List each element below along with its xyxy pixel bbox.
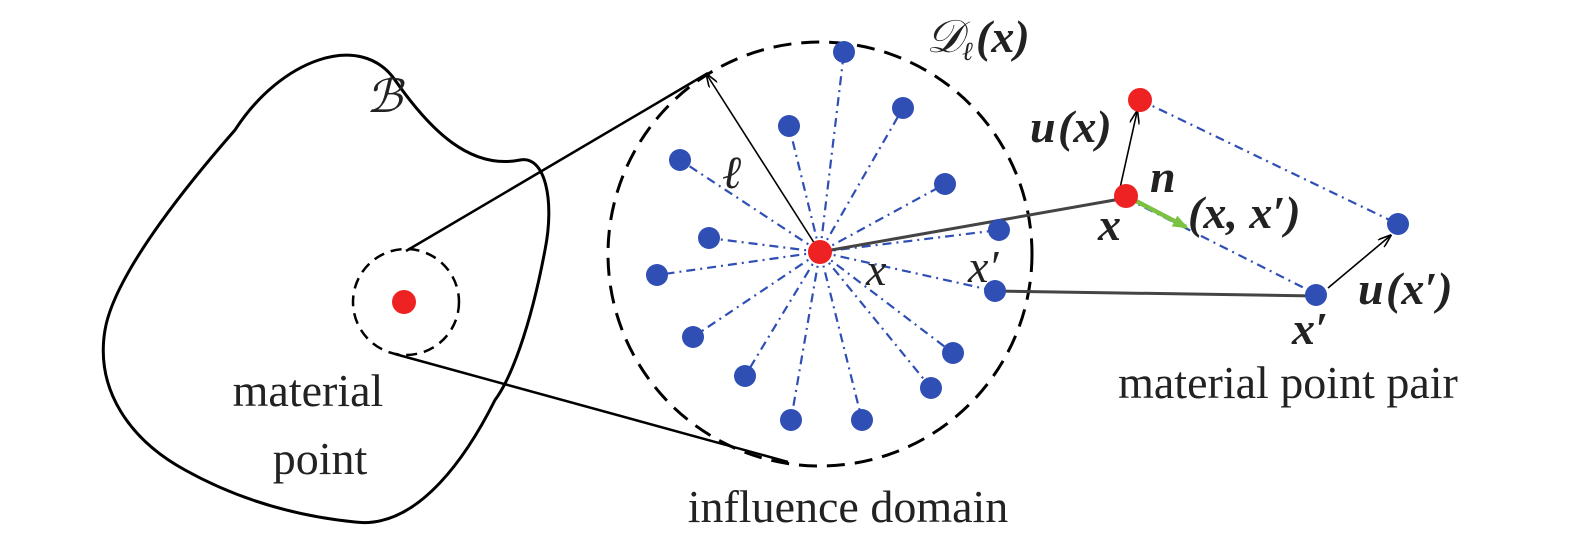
u-xp-arrow	[1327, 236, 1390, 289]
label-radius: ℓ	[722, 147, 742, 198]
zoom-line-bottom	[394, 352, 789, 464]
material-point-neighborhood	[351, 247, 461, 357]
bond-xp-to-pair	[994, 289, 1317, 298]
label-domain-sub: ℓ	[962, 37, 973, 66]
label-influence-domain: influence domain	[688, 481, 1009, 532]
label-u-x: u	[1030, 101, 1056, 152]
influence-domain-circle	[606, 40, 1034, 468]
source-point-center	[808, 240, 832, 264]
body-outline	[101, 53, 551, 524]
label-u-xp-arg: (x′)	[1386, 263, 1453, 314]
pair-point-xp	[1305, 284, 1327, 306]
label-x-center: x	[865, 244, 887, 295]
label-u-x-arg: (x)	[1058, 101, 1112, 152]
label-point: point	[273, 433, 368, 484]
normal-arrow	[1134, 199, 1189, 229]
label-x-pair: x	[1097, 199, 1121, 250]
zoom-line-top	[405, 71, 709, 253]
label-xprime-center: x′	[967, 241, 999, 292]
pair-point-xp-deformed	[1387, 213, 1409, 235]
bond-x-to-pair	[819, 196, 1127, 254]
label-material-point-pair: material point pair	[1118, 357, 1458, 408]
material-point-dot	[392, 290, 416, 314]
label-u-xp: u	[1358, 263, 1384, 314]
label-body: ℬ	[366, 71, 405, 122]
label-domain-arg: (x)	[976, 11, 1030, 62]
pair-point-x-deformed	[1128, 88, 1152, 112]
label-n-arg: (x, x′)	[1188, 187, 1301, 238]
u-x-arrow	[1119, 112, 1137, 189]
label-xp-pair: x′	[1291, 303, 1328, 354]
pair-point-x	[1114, 184, 1138, 208]
label-n: n	[1150, 151, 1176, 202]
label-material: material	[233, 365, 384, 416]
family-points	[646, 41, 1010, 431]
radius-arrow	[707, 75, 821, 253]
